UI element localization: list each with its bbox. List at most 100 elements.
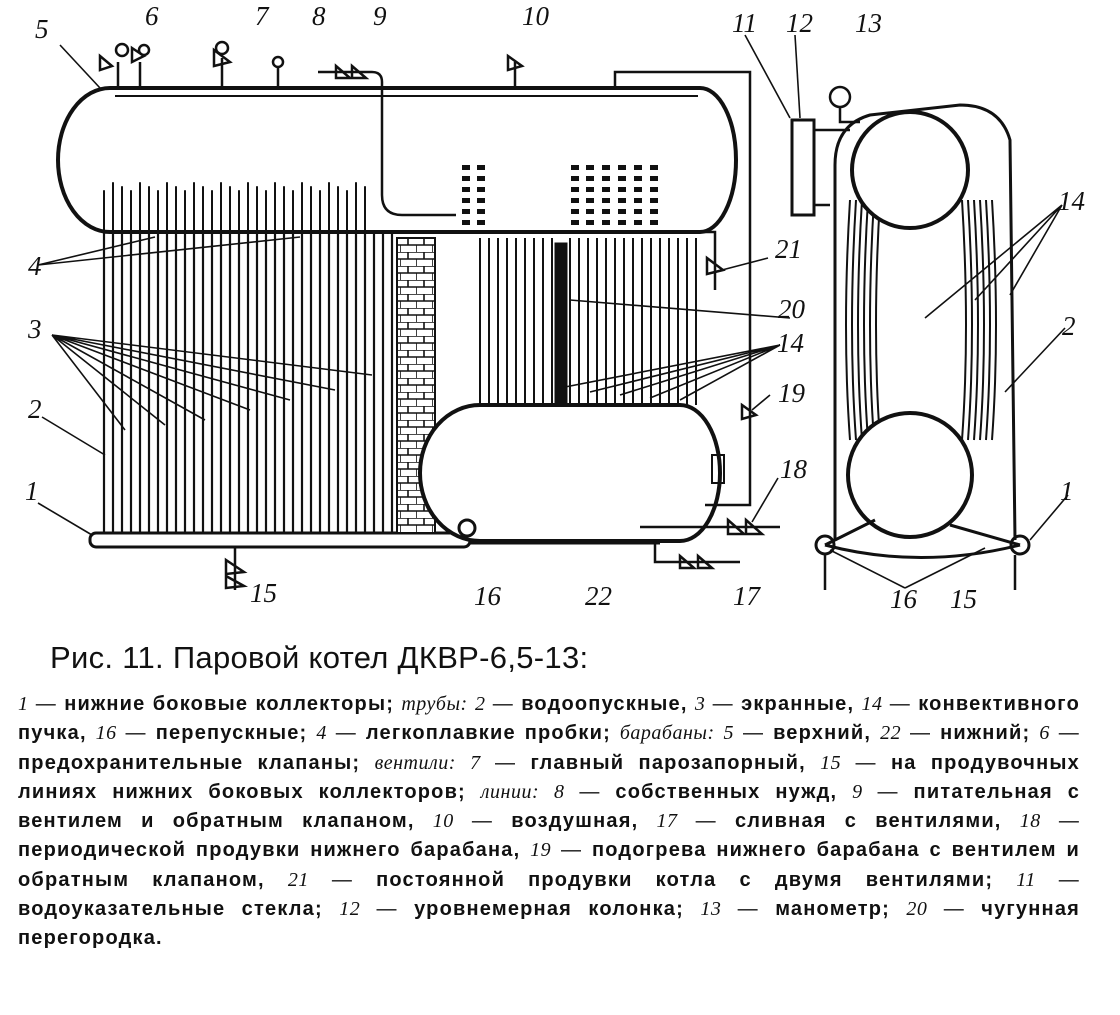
legend-number: 10	[432, 810, 454, 833]
tube-end	[571, 165, 579, 170]
bypass-tube	[457, 518, 477, 538]
boiler-drawing: 1 2 3 4 5 6 7 8 9 10 11 12 13 14 14 15 1…	[25, 1, 1085, 614]
tube-end	[618, 187, 626, 192]
tube-end	[586, 187, 594, 192]
tube-end	[571, 176, 579, 181]
legend-text: воздушная,	[511, 810, 639, 833]
legend-text: нижние боковые коллекторы;	[64, 693, 395, 715]
callout-16a: 16	[474, 581, 502, 611]
legend-number: 2	[474, 693, 486, 715]
tube-end	[586, 165, 594, 170]
legend-number: 1	[18, 693, 29, 715]
boiler-diagram: 1 2 3 4 5 6 7 8 9 10 11 12 13 14 14 15 1…	[25, 1, 1085, 614]
tube-end	[462, 220, 470, 225]
front-tube-loop	[875, 199, 967, 441]
legend-text: сливная с вентилями,	[734, 810, 1002, 833]
callout-14b: 14	[777, 328, 804, 358]
legend-text: водоуказательные стекла;	[18, 898, 323, 921]
tube-end	[634, 220, 642, 225]
callout-6: 6	[145, 1, 159, 31]
callout-11: 11	[732, 8, 757, 38]
callout-15b: 15	[950, 584, 977, 614]
legend-number: 13	[700, 898, 722, 921]
legend-number: 19	[530, 839, 552, 862]
tube-end	[602, 198, 610, 203]
callout-1b: 1	[1060, 476, 1074, 506]
tube-end	[634, 187, 642, 192]
legend-number: 6	[1039, 722, 1050, 745]
tube-end	[650, 165, 658, 170]
legend-number: 15	[820, 751, 842, 774]
tube-end	[634, 165, 642, 170]
front-tube-loop	[869, 199, 973, 441]
tube-end	[462, 187, 470, 192]
tube-end	[571, 187, 579, 192]
legend-number: 3	[694, 693, 706, 715]
legend-text: конвективного пучка,	[18, 693, 1080, 745]
callout-10: 10	[522, 1, 550, 31]
front-tube-loop	[857, 199, 985, 441]
side-view	[56, 40, 850, 590]
tube-end	[477, 209, 485, 214]
figure-legend: 1 — нижние боковые коллекторы; трубы: 2 …	[18, 693, 1081, 950]
tube-end	[477, 220, 485, 225]
tube-end	[602, 176, 610, 181]
tube-end	[571, 220, 579, 225]
legend-text: подогрева нижнего барабана с вентилем и …	[18, 839, 1080, 891]
legend-text: экранные,	[741, 693, 855, 715]
legend-text: собственных нужд,	[615, 780, 838, 803]
front-collector-right	[1009, 534, 1031, 556]
tube-end	[650, 220, 658, 225]
callout-22: 22	[585, 581, 612, 611]
callout-2b: 2	[1062, 311, 1076, 341]
tube-end	[634, 176, 642, 181]
tube-end	[477, 165, 485, 170]
figure-caption-title: Рис. 11. Паровой котел ДКВР-6,5-13:	[50, 640, 589, 675]
leader-lines	[37, 34, 1069, 589]
callout-16b: 16	[890, 584, 918, 614]
tube-end	[602, 187, 610, 192]
tube-end	[602, 220, 610, 225]
front-collector-left	[814, 534, 836, 556]
legend-number: 5	[723, 722, 735, 745]
callout-21: 21	[775, 234, 802, 264]
callout-15a: 15	[250, 578, 277, 608]
lower-drum	[418, 403, 722, 543]
legend-number: 12	[339, 898, 361, 921]
legend-number: 9	[852, 780, 863, 803]
legend-text: питательная с вентилем и обратным клапан…	[18, 780, 1081, 833]
tube-end	[618, 198, 626, 203]
tube-end	[571, 198, 579, 203]
callout-5: 5	[35, 14, 49, 44]
tube-end	[634, 209, 642, 214]
tube-end	[602, 165, 610, 170]
legend-number: 21	[287, 868, 309, 891]
legend-number: 8	[553, 780, 565, 803]
tube-end	[618, 209, 626, 214]
legend-text: на продувочных линиях нижних боковых кол…	[18, 751, 1080, 803]
tube-end	[462, 209, 470, 214]
bottom-fittings	[224, 517, 780, 590]
legend-text: главный парозапорный,	[530, 751, 806, 774]
legend-group: линии:	[480, 780, 540, 803]
front-outer-frame	[833, 103, 1017, 541]
legend-number: 7	[470, 751, 481, 774]
callout-7: 7	[255, 1, 270, 31]
tube-end	[477, 198, 485, 203]
screen-tubes	[102, 232, 394, 533]
callout-2: 2	[28, 394, 42, 424]
tube-end	[586, 198, 594, 203]
tube-end	[650, 187, 658, 192]
legend-text: водоопускные,	[521, 693, 688, 715]
tube-end	[618, 176, 626, 181]
legend-text: перепускные;	[155, 722, 308, 745]
tube-end	[602, 209, 610, 214]
legend-text: чугунная перегородка.	[18, 898, 1081, 950]
tube-end	[477, 187, 485, 192]
tube-end	[650, 198, 658, 203]
front-view	[814, 85, 1031, 590]
legend-group: вентили:	[374, 751, 456, 774]
tube-end	[634, 198, 642, 203]
callouts: 1 2 3 4 5 6 7 8 9 10 11 12 13 14 14 15 1…	[25, 1, 1085, 614]
front-tube-loop	[863, 199, 979, 441]
